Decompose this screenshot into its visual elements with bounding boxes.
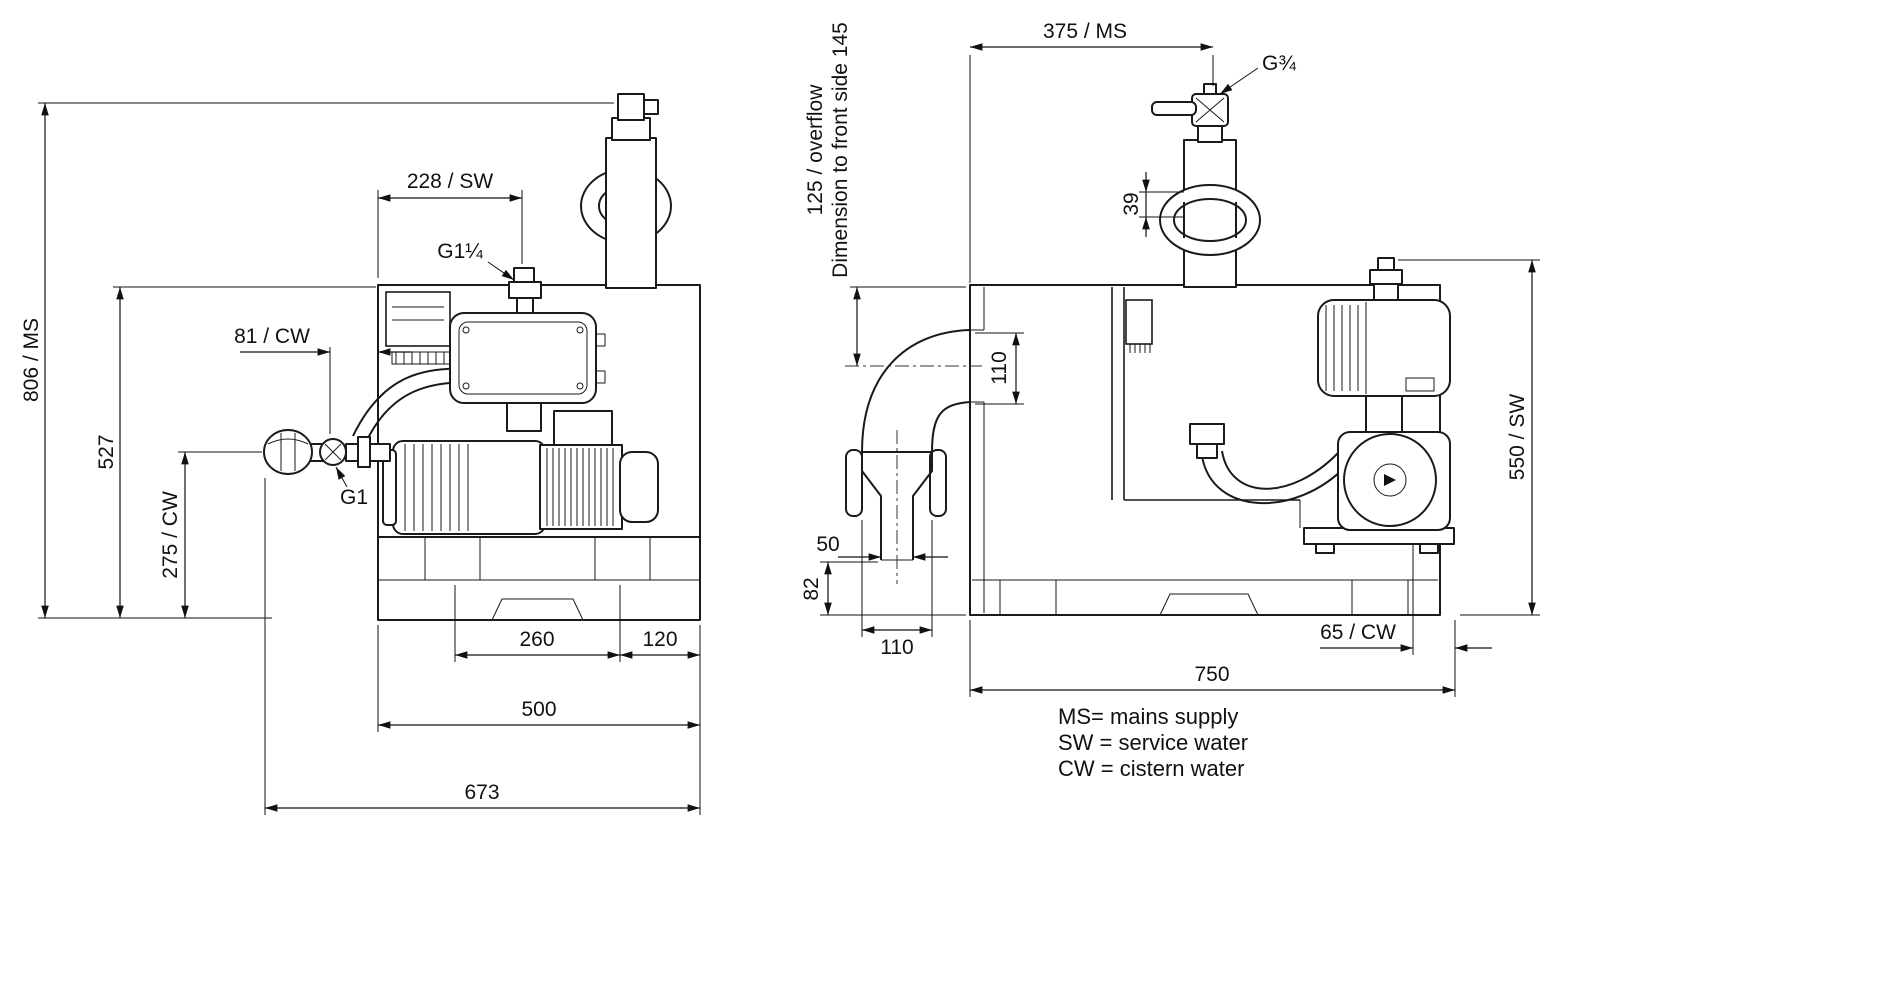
dim-750: 750 <box>969 620 1456 697</box>
control-unit-front <box>449 267 606 432</box>
dim-82-label: 82 <box>800 577 823 600</box>
dim-500-label: 500 <box>521 698 556 721</box>
dim-39: 39 <box>1120 172 1184 237</box>
dim-550-sw-label: 550 / SW <box>1506 394 1529 481</box>
dim-375-ms-label: 375 / MS <box>1043 20 1127 43</box>
legend-ms: MS= mains supply <box>1058 704 1238 729</box>
dim-500: 500 <box>377 625 701 815</box>
dim-260-label: 260 <box>519 628 554 651</box>
dim-65-cw-label: 65 / CW <box>1320 621 1396 644</box>
front-view-drawing: 806 / MS 527 275 / CW 228 / SW G1¼ 81 <box>20 93 701 815</box>
overflow-elbow <box>845 329 984 584</box>
dim-120-label: 120 <box>642 628 677 651</box>
dim-673: 673 <box>264 478 701 815</box>
discharge-pipe-front <box>580 93 672 289</box>
legend-cw: CW = cistern water <box>1058 756 1244 781</box>
dim-806-ms-label: 806 / MS <box>20 318 43 402</box>
dim-375-ms: 375 / MS <box>969 20 1214 283</box>
dim-110-inlet-label: 110 <box>988 351 1011 384</box>
flow-arrow-icon <box>1384 474 1396 486</box>
label-g1-1-4: G1¼ <box>437 240 515 281</box>
label-g1-1-4-text: G1¼ <box>437 240 483 263</box>
dim-125-overflow-label: 125 / overflow <box>804 84 827 216</box>
dim-550-sw: 550 / SW <box>1398 259 1540 616</box>
dim-82: 82 <box>800 561 966 616</box>
dim-806-ms: 806 / MS <box>20 102 614 619</box>
dim-110-inlet: 110 <box>975 332 1024 405</box>
label-g1-text: G1 <box>340 486 368 509</box>
dim-125-overflow: 125 / overflow Dimension to front side 1… <box>804 22 966 367</box>
dim-65-cw: 65 / CW <box>1320 545 1492 697</box>
dim-110-tundish: 110 <box>861 520 933 659</box>
dim-275-cw-label: 275 / CW <box>159 491 182 579</box>
dim-228-sw: 228 / SW <box>377 170 523 278</box>
dim-39-label: 39 <box>1120 192 1143 215</box>
dim-50-label: 50 <box>816 533 839 556</box>
dim-750-label: 750 <box>1194 663 1229 686</box>
legend: MS= mains supply SW = service water CW =… <box>1058 704 1248 781</box>
discharge-pipe-side <box>1151 83 1261 288</box>
legend-sw: SW = service water <box>1058 730 1248 755</box>
dim-275-cw: 275 / CW <box>159 451 262 619</box>
pump-side <box>1303 257 1455 554</box>
dim-527-label: 527 <box>95 434 118 469</box>
dim-120: 120 <box>619 628 701 659</box>
dim-81-cw: 81 / CW <box>234 325 412 434</box>
label-g1: G1 <box>335 466 368 509</box>
pump-front <box>382 410 659 535</box>
dim-50: 50 <box>816 533 948 561</box>
dim-673-label: 673 <box>464 781 499 804</box>
label-g3-4: G¾ <box>1219 52 1296 95</box>
dim-228-sw-label: 228 / SW <box>407 170 494 193</box>
hose-side <box>1189 423 1347 505</box>
dim-527: 527 <box>95 286 376 619</box>
dim-260: 260 <box>454 585 621 662</box>
note-front-side-145: Dimension to front side 145 <box>829 22 852 278</box>
side-view-drawing: 375 / MS G¾ 125 / overflow Dimension to … <box>800 20 1540 781</box>
dim-110-tundish-label: 110 <box>880 636 913 659</box>
label-g3-4-text: G¾ <box>1262 52 1296 75</box>
suction-valve-front <box>263 429 391 475</box>
dim-81-cw-label: 81 / CW <box>234 325 310 348</box>
